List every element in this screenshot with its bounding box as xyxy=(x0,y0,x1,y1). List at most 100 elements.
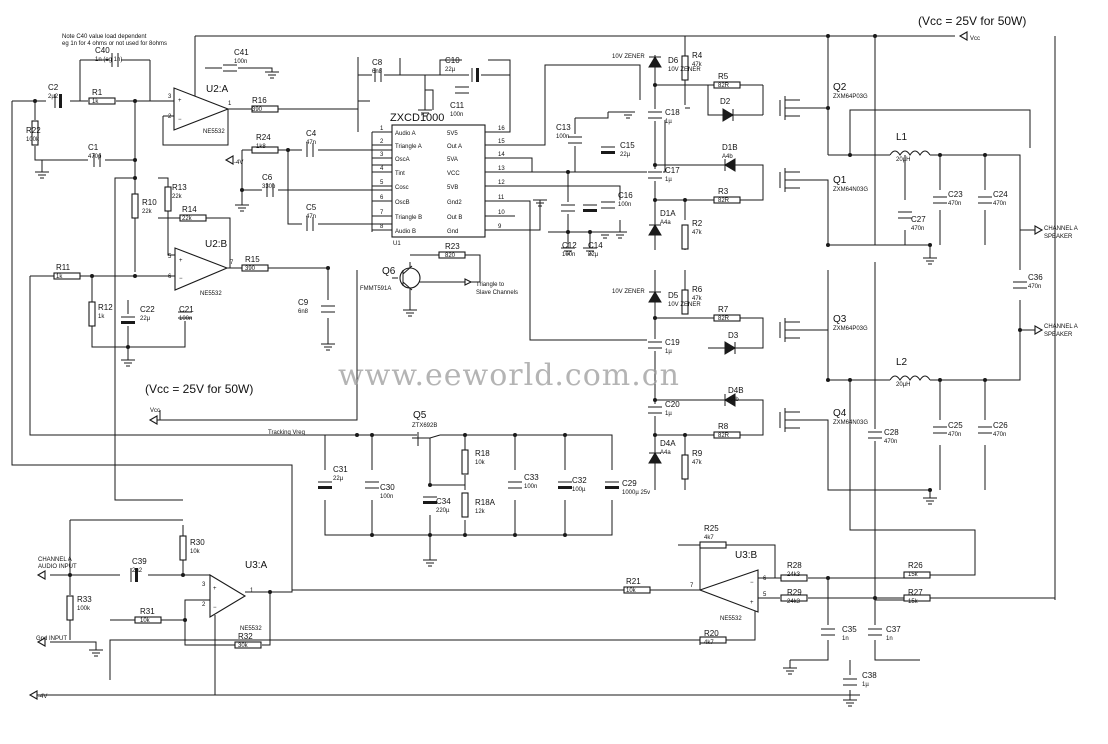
c29-ref: C29 xyxy=(622,479,637,488)
ground-symbol xyxy=(843,699,857,707)
svg-text:−: − xyxy=(178,117,182,123)
svg-text:7: 7 xyxy=(230,260,234,266)
r14-ref: R14 xyxy=(182,205,197,214)
c27-ref: C27 xyxy=(911,215,926,224)
speaker-1-line2: SPEAKER xyxy=(1044,234,1073,240)
d5-val: 10V ZENER xyxy=(668,302,701,308)
svg-text:2: 2 xyxy=(168,114,172,120)
r6-val: 47k xyxy=(692,296,703,302)
c30-ref: C30 xyxy=(380,483,395,492)
c14-ref: C14 xyxy=(588,241,603,250)
c21-val: 100n xyxy=(179,316,192,322)
r10-val: 22k xyxy=(142,209,153,215)
r31-ref: R31 xyxy=(140,607,155,616)
triangle-slave-line1: Triangle to xyxy=(476,282,505,288)
ic-pin-right-label: 5V5 xyxy=(447,131,458,137)
r13-ref: R13 xyxy=(172,183,187,192)
c14-val: 22µ xyxy=(588,252,599,258)
r25-ref: R25 xyxy=(704,524,719,533)
svg-text:+: + xyxy=(179,258,183,264)
r3-ref: R3 xyxy=(718,187,729,196)
ground-symbol xyxy=(265,71,279,79)
ic-pin-left-label: Triangle A xyxy=(395,144,422,150)
c12-ref: C12 xyxy=(562,241,577,250)
r1-val: 1k xyxy=(92,99,99,105)
opamp-u2b: +− 567 U2:B NE5532 xyxy=(168,239,234,297)
r29-ref: R29 xyxy=(787,588,802,597)
speaker-port-1-label: CHANNEL A xyxy=(1044,226,1078,232)
ic-pin-right-label: Out B xyxy=(447,215,462,221)
c16-ref: C16 xyxy=(618,191,633,200)
minus4v-bottom-port-label: -4V xyxy=(38,694,47,700)
vcc-note-top: (Vcc = 25V for 50W) xyxy=(918,14,1026,28)
svg-text:1: 1 xyxy=(228,101,232,107)
q3-ref: Q3 xyxy=(833,314,847,325)
c38-ref: C38 xyxy=(862,671,877,680)
r28-val: 24k3 xyxy=(787,572,801,578)
input-label-line1: CHANNEL A xyxy=(38,557,72,563)
r5-val: 82R xyxy=(718,83,730,89)
r14-val: 22k xyxy=(182,216,193,222)
r33-ref: R33 xyxy=(77,595,92,604)
l2-ref: L2 xyxy=(896,357,908,368)
d4a-ref: D4A xyxy=(660,439,676,448)
c19-ref: C19 xyxy=(665,338,680,347)
opamp-u3a: +− 321 U3:A NE5532 xyxy=(202,560,268,632)
c6-ref: C6 xyxy=(262,173,273,182)
c33-val: 100n xyxy=(524,484,537,490)
c23-val: 470n xyxy=(948,201,961,207)
ic-pin-right-num: 12 xyxy=(498,180,505,186)
d5-ref: D5 xyxy=(668,291,679,300)
ground-symbol xyxy=(89,649,103,657)
r32-ref: R32 xyxy=(238,632,253,641)
c24-val: 470n xyxy=(993,201,1006,207)
r7-ref: R7 xyxy=(718,305,729,314)
c11-ref: C11 xyxy=(450,101,465,110)
q6-ref: Q6 xyxy=(382,266,396,277)
c28-ref: C28 xyxy=(884,428,899,437)
c26-val: 470n xyxy=(993,432,1006,438)
ic-pin-right-num: 15 xyxy=(498,139,505,145)
c37-ref: C37 xyxy=(886,625,901,634)
c31-ref: C31 xyxy=(333,465,348,474)
ic-pin-left-num: 8 xyxy=(380,224,384,230)
opamp-u3b: −+ 657 U3:B NE5532 xyxy=(690,550,767,622)
d2-ref: D2 xyxy=(720,97,731,106)
c36-ref: C36 xyxy=(1028,273,1043,282)
minus4v-u2-port-label: -4V xyxy=(234,160,243,166)
c2-ref: C2 xyxy=(48,83,59,92)
c40-ref: C40 xyxy=(95,46,110,55)
r33-val: 100k xyxy=(77,606,91,612)
c18-val: 1µ xyxy=(665,119,672,125)
r28-ref: R28 xyxy=(787,561,802,570)
svg-text:6: 6 xyxy=(763,576,767,582)
speaker-port-1: CHANNEL A xyxy=(1034,225,1078,235)
c4-val: 47n xyxy=(306,140,316,146)
ic-pin-left-num: 2 xyxy=(380,139,384,145)
c19-val: 1µ xyxy=(665,349,672,355)
